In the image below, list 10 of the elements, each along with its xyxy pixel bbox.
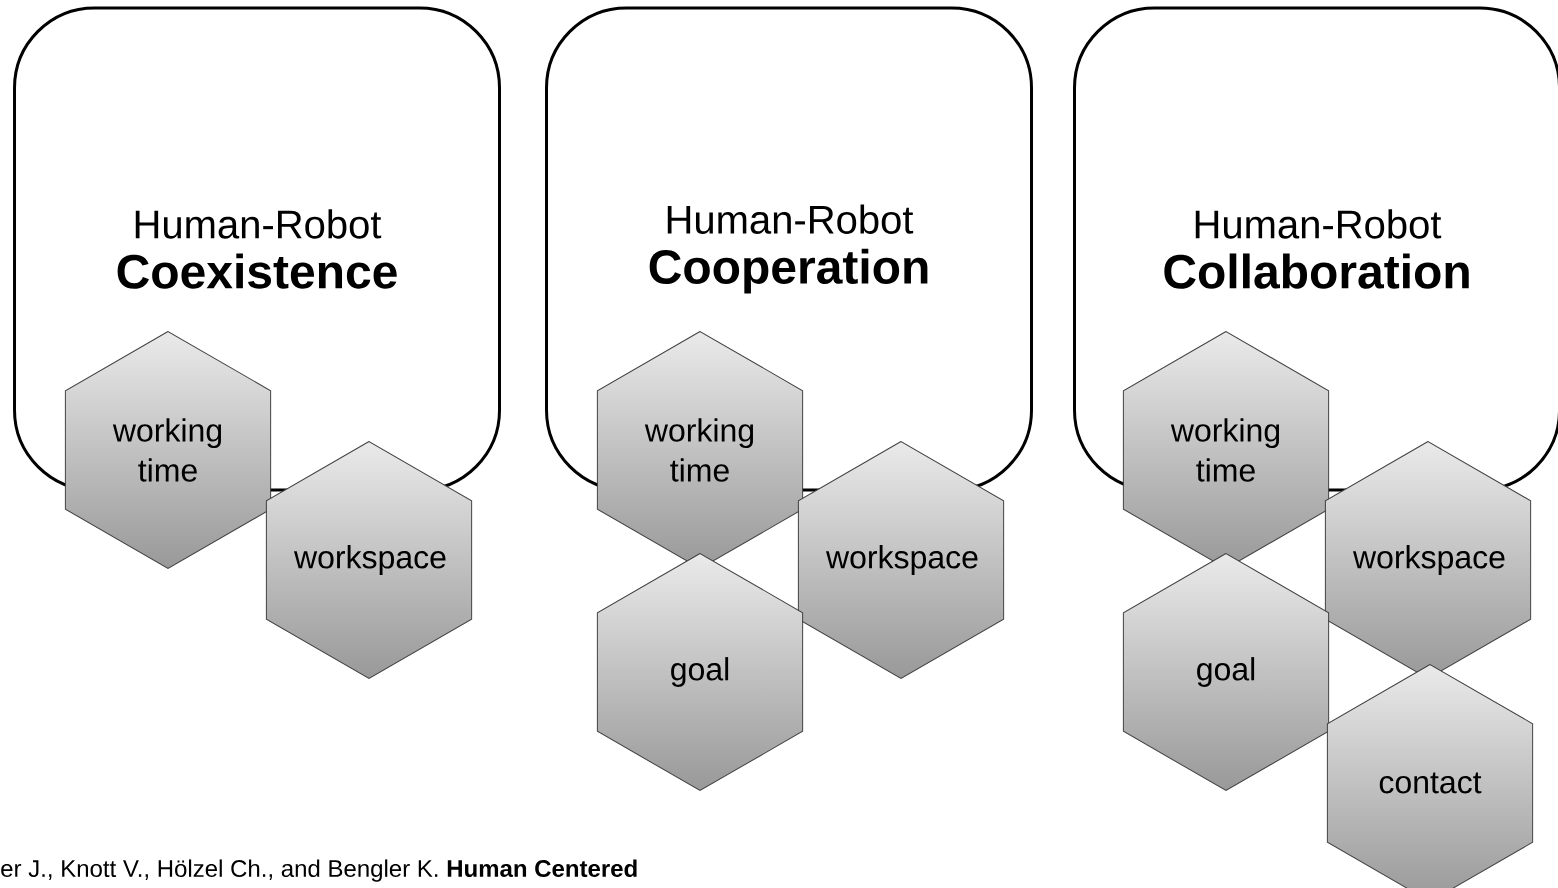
hexagon: working time [1122,331,1330,569]
hexagon: goal [1122,553,1330,791]
citation-text: er J., Knott V., Hölzel Ch., and Bengler K. Human Centered [1,859,637,882]
hexagon: working time [64,331,272,569]
hexagon: working time [596,331,804,569]
hexagon: workspace [797,441,1005,679]
hexagon: goal [596,553,804,791]
hexagon: workspace [265,441,473,679]
hexagon: contact [1326,664,1534,888]
hexagon: workspace [1324,441,1532,679]
